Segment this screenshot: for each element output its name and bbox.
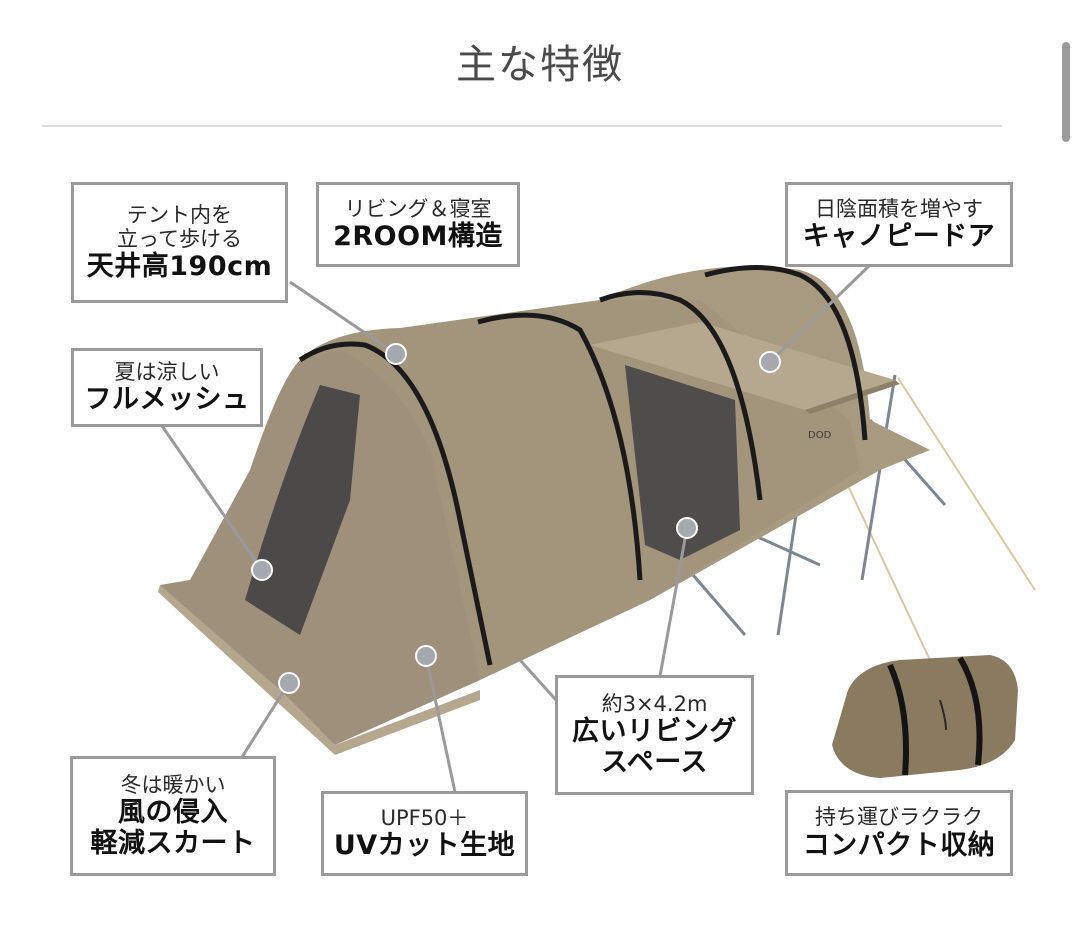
carry-bag (832, 655, 1018, 778)
callout-uv-cut: UPF50＋ UVカット生地 (321, 791, 528, 876)
callout-dots (251, 343, 781, 694)
callout-sub: リビング＆寝室 (344, 196, 492, 221)
callout-sub: テント内を (127, 202, 232, 227)
callout-sub: 夏は涼しい (114, 359, 220, 384)
callout-headline: 2ROOM構造 (333, 221, 503, 253)
page-title: 主な特徴 (456, 42, 624, 88)
dot-skirt (278, 672, 300, 694)
dot-canopy (759, 351, 781, 373)
callout-headline: 軽減スカート (90, 828, 256, 860)
title-divider (42, 125, 1002, 127)
callout-sub: 日陰面積を増やす (815, 196, 983, 221)
dot-ceiling (385, 343, 407, 365)
scrollbar[interactable] (1062, 42, 1070, 142)
callout-sub: 立って歩ける (117, 226, 242, 251)
callout-sub: 冬は暖かい (120, 772, 226, 797)
callout-skirt: 冬は暖かい 風の侵入 軽減スカート (70, 756, 276, 876)
tent-body: DOD (158, 265, 930, 755)
callout-sub: 約3×4.2m (601, 691, 708, 716)
callout-sub: 持ち運びラクラク (815, 805, 983, 830)
callout-canopy-door: 日陰面積を増やす キャノピードア (785, 182, 1013, 267)
callout-two-room: リビング＆寝室 2ROOM構造 (316, 182, 520, 267)
callout-living-space: 約3×4.2m 広いリビング スペース (555, 675, 754, 795)
leader-lines (160, 263, 872, 793)
callout-sub: UPF50＋ (380, 805, 469, 830)
callout-headline: 天井高190cm (86, 251, 273, 283)
dot-living (676, 517, 698, 539)
callout-headline: 広いリビング (572, 716, 737, 748)
callout-compact: 持ち運びラクラク コンパクト収納 (785, 790, 1013, 876)
dot-uv (415, 645, 437, 667)
callout-headline: キャノピードア (802, 221, 996, 253)
brand-logo: DOD (808, 430, 832, 441)
callout-headline: フルメッシュ (84, 384, 250, 416)
callout-ceiling-height: テント内を 立って歩ける 天井高190cm (71, 182, 288, 303)
callout-headline: コンパクト収納 (802, 829, 996, 861)
callout-headline: UVカット生地 (333, 830, 516, 862)
callout-full-mesh: 夏は涼しい フルメッシュ (71, 348, 263, 427)
dot-mesh (251, 559, 273, 581)
callout-headline: スペース (601, 747, 708, 779)
callout-headline: 風の侵入 (118, 797, 228, 829)
